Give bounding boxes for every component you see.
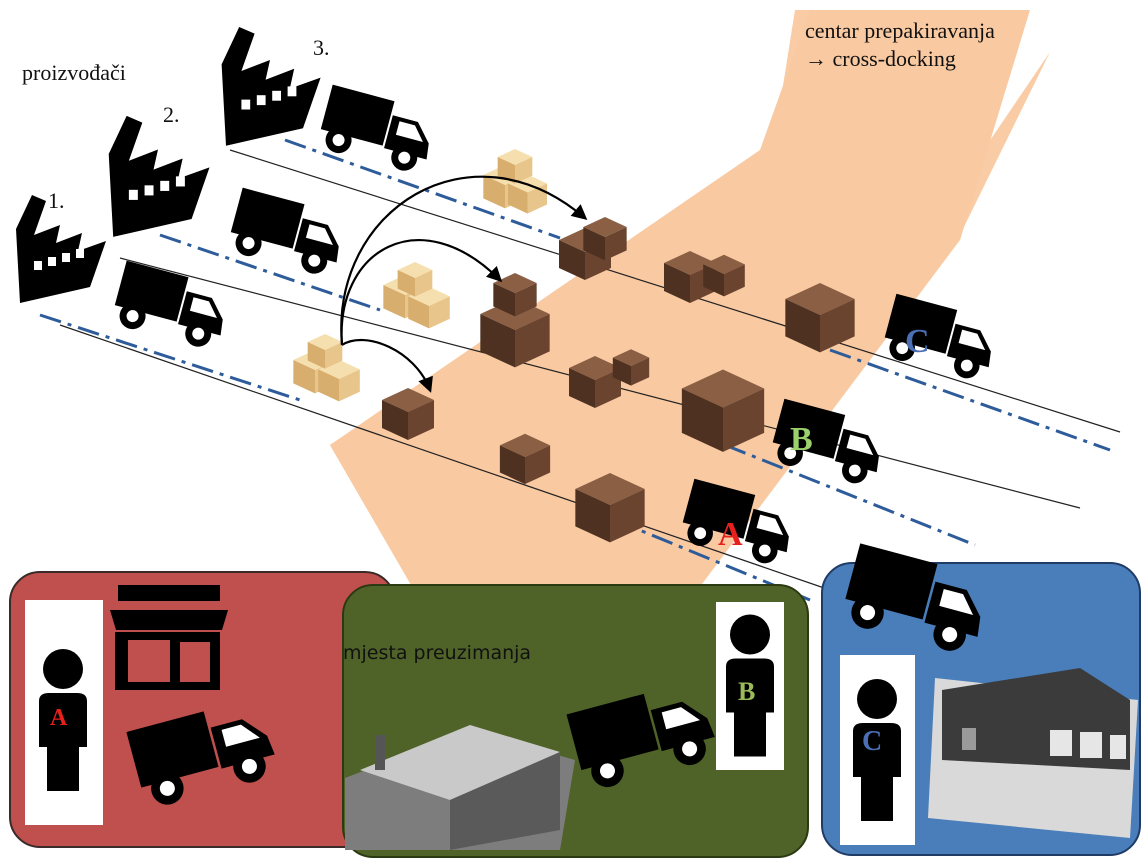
factory-2-number: 2.: [163, 102, 180, 127]
inbound-truck-3-icon: [315, 84, 439, 176]
factory-1-number: 1.: [48, 188, 65, 213]
producers-label: proizvođači: [22, 60, 126, 85]
center-label-line2: → cross-docking: [805, 46, 956, 71]
outbound-truck-c-letter: C: [905, 323, 930, 360]
outbound-truck-b-letter: B: [790, 421, 813, 458]
factory-3-icon: [221, 27, 321, 146]
warehouse-photo: [345, 725, 575, 850]
factory-2-icon: [108, 115, 210, 237]
factory-3-number: 3.: [313, 35, 330, 60]
outbound-truck-a-letter: A: [718, 516, 743, 553]
outbound-truck-b-icon: [767, 398, 889, 489]
center-label-line1: centar prepakiravanja: [805, 18, 995, 43]
customer-b-letter: B: [738, 677, 755, 706]
shop-icon: [110, 585, 228, 690]
transfer-arrows: [340, 175, 588, 393]
pickup-locations-label: mjesta preuzimanja: [343, 642, 532, 664]
customer-a-letter: A: [50, 705, 68, 731]
inbound-truck-1-icon: [109, 260, 233, 352]
distribution-center-photo: [928, 668, 1138, 838]
customer-c-letter: C: [862, 726, 882, 757]
outbound-truck-c-icon: [879, 293, 1001, 384]
